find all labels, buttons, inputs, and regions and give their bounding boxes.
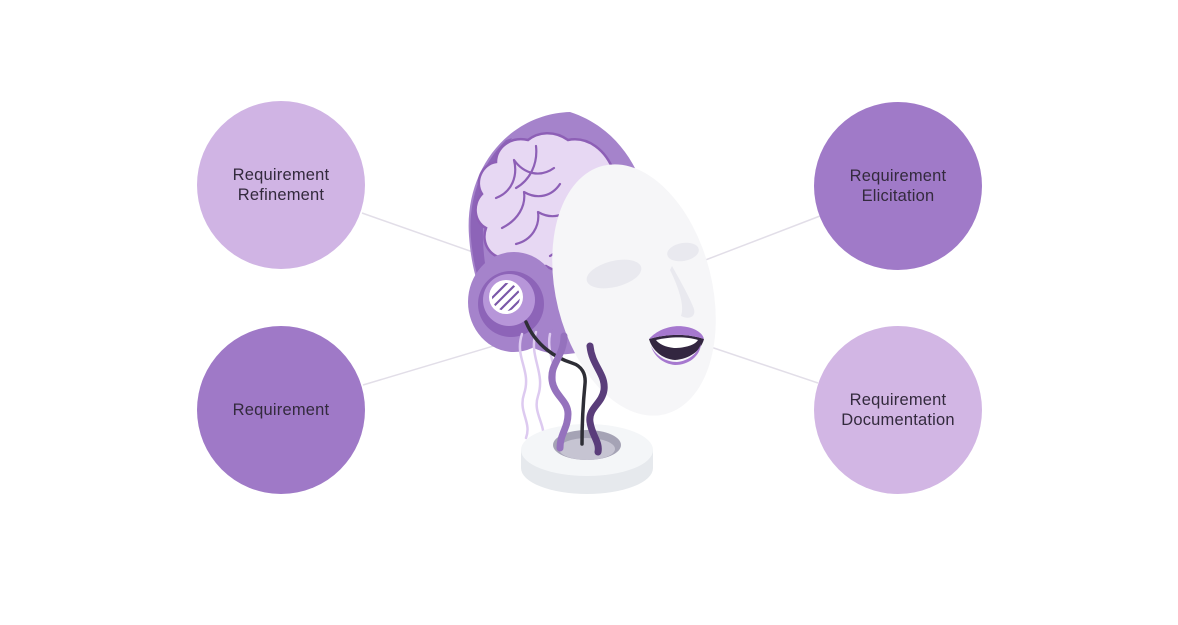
node-label: Requirement Documentation — [841, 390, 955, 429]
nose-shade — [670, 266, 695, 318]
connector-top-right — [694, 215, 821, 265]
teeth — [656, 337, 698, 348]
left-eye-shade — [586, 259, 642, 289]
cable-black — [524, 320, 587, 446]
lower-lip — [651, 344, 701, 365]
ai-head-illustration — [468, 112, 716, 494]
node-label: Requirement Elicitation — [849, 166, 947, 205]
cable-dark — [586, 342, 608, 456]
node-requirement-elicitation: Requirement Elicitation — [814, 102, 982, 270]
node-label: Requirement Refinement — [232, 165, 330, 204]
node-requirement: Requirement — [197, 326, 365, 494]
right-eye-shade — [667, 242, 699, 262]
cable-medium — [548, 332, 572, 452]
node-label: Requirement — [232, 400, 330, 419]
upper-lip — [649, 326, 704, 339]
node-requirement-documentation: Requirement Documentation — [814, 326, 982, 494]
stand-base-hole-inner — [559, 438, 615, 460]
connector-top-left — [361, 212, 488, 258]
node-requirement-refinement: Requirement Refinement — [197, 101, 365, 269]
cable-light-2 — [532, 330, 545, 444]
cable-light-1 — [518, 332, 529, 440]
